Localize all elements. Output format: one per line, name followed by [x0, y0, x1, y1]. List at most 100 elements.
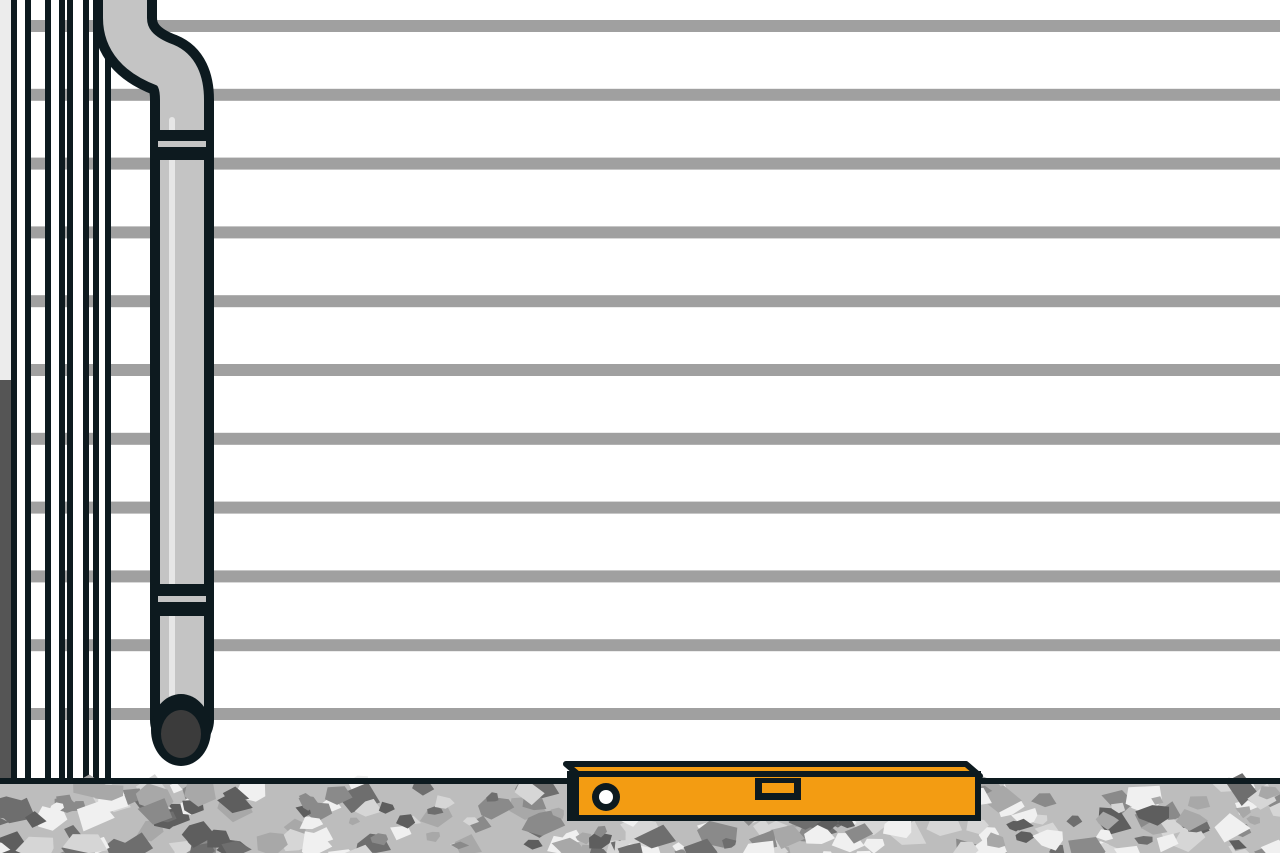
- gravel-stone: [804, 825, 836, 844]
- gravel-stone: [883, 815, 912, 839]
- corner-trim: [11, 0, 111, 809]
- gravel-stone: [370, 833, 389, 846]
- siding-line: [20, 501, 1280, 514]
- gravel-stone: [514, 780, 545, 806]
- gravel-stone: [1246, 815, 1260, 825]
- gravel-stone: [0, 796, 30, 820]
- gravel-stone: [486, 792, 499, 802]
- gravel-stone: [390, 825, 412, 841]
- gravel-stone: [1010, 818, 1034, 831]
- gravel-stone: [450, 841, 470, 850]
- gravel-stone: [95, 784, 124, 801]
- gravel-stone: [427, 806, 444, 815]
- gravel-stone: [256, 832, 288, 853]
- gravel-stone: [1111, 802, 1126, 814]
- gravel-stone: [979, 785, 1022, 813]
- gravel-stone: [523, 839, 543, 850]
- gravel-stone: [1101, 790, 1135, 816]
- gravel-stone: [1228, 840, 1247, 850]
- gravel-stone: [396, 814, 416, 829]
- pipe-bracket-top: [150, 130, 214, 160]
- gravel-stone: [1134, 836, 1153, 845]
- gravel-stone: [25, 811, 47, 828]
- gravel-stone: [299, 816, 324, 830]
- siding-line: [20, 295, 1280, 308]
- gravel-stone: [344, 844, 373, 853]
- gravel-stone: [348, 817, 361, 826]
- siding-line: [20, 157, 1280, 170]
- gravel-stone: [1187, 796, 1211, 810]
- gravel-stone: [672, 842, 686, 852]
- gravel-stone: [454, 834, 482, 853]
- gravel-stone: [62, 834, 108, 853]
- gravel-stone: [1151, 796, 1164, 805]
- gravel-stone: [0, 842, 11, 853]
- gravel-stone: [551, 837, 587, 853]
- gravel-stone: [478, 796, 515, 820]
- gravel-stone: [222, 786, 250, 802]
- gravel-stone: [683, 838, 718, 853]
- gravel-stone: [378, 801, 395, 814]
- trim-board: [67, 0, 89, 809]
- gravel-stone: [169, 782, 183, 794]
- gravel-stone: [324, 786, 353, 805]
- siding-line: [20, 639, 1280, 652]
- gravel-stone: [1113, 845, 1140, 853]
- gravel-stone: [575, 832, 593, 845]
- gravel-stone: [1095, 829, 1114, 841]
- gravel-stone: [137, 798, 173, 825]
- gravel-stone: [426, 831, 441, 842]
- gravel-stone: [966, 819, 989, 835]
- gravel-stone: [589, 831, 612, 849]
- gravel-stone: [618, 849, 635, 853]
- gravel-stone: [550, 807, 564, 820]
- siding-line: [20, 432, 1280, 445]
- siding-line: [20, 88, 1280, 101]
- gravel-stone: [354, 798, 383, 817]
- gravel-stone: [1135, 805, 1170, 826]
- pipe-bracket-bottom: [150, 584, 214, 616]
- gravel-stone: [434, 795, 455, 809]
- gravel-stone: [770, 824, 805, 849]
- siding-line: [20, 20, 1280, 32]
- gravel-stone: [1269, 802, 1280, 817]
- gravel-stone: [1140, 818, 1168, 835]
- gravel-stone: [856, 850, 872, 853]
- gravel-stone: [327, 849, 353, 853]
- gravel-stone: [301, 831, 333, 853]
- gravel-stone: [1175, 809, 1209, 831]
- gravel-stone: [617, 842, 643, 853]
- gravel-stone: [593, 825, 607, 838]
- spirit-level-icon: [563, 761, 983, 821]
- gravel-stone: [521, 809, 566, 836]
- gravel-stone: [742, 840, 775, 853]
- gravel-stone: [1159, 801, 1182, 822]
- gravel-stone: [168, 841, 194, 853]
- gravel-stone: [123, 832, 154, 853]
- gravel-stone: [37, 806, 68, 831]
- gravel-stone: [221, 840, 252, 853]
- gravel-stone: [1258, 786, 1280, 800]
- gravel-stone: [1156, 833, 1179, 853]
- gravel-stone: [1066, 815, 1083, 828]
- gravel-stone: [1031, 793, 1057, 808]
- gravel-stone: [1033, 814, 1048, 825]
- gravel-stone: [634, 824, 676, 849]
- gravel-stone: [1032, 829, 1063, 851]
- gravel-stone: [49, 802, 64, 813]
- trim-board: [45, 0, 65, 809]
- gravel-stone: [952, 841, 979, 853]
- gravel-stone: [0, 817, 9, 826]
- gravel-stone: [181, 821, 216, 848]
- gravel-stone: [863, 838, 885, 853]
- gravel-stone: [844, 823, 874, 844]
- drain-pipe-icon: [93, 0, 214, 766]
- gravel-stone: [1172, 827, 1206, 852]
- level-vial: [755, 778, 801, 800]
- trim-board: [11, 0, 31, 809]
- gravel-stone: [15, 836, 54, 853]
- siding-line: [20, 364, 1280, 376]
- gravel-stone: [1260, 839, 1280, 853]
- gravel-stone: [462, 817, 480, 826]
- gravel-stone: [184, 782, 216, 807]
